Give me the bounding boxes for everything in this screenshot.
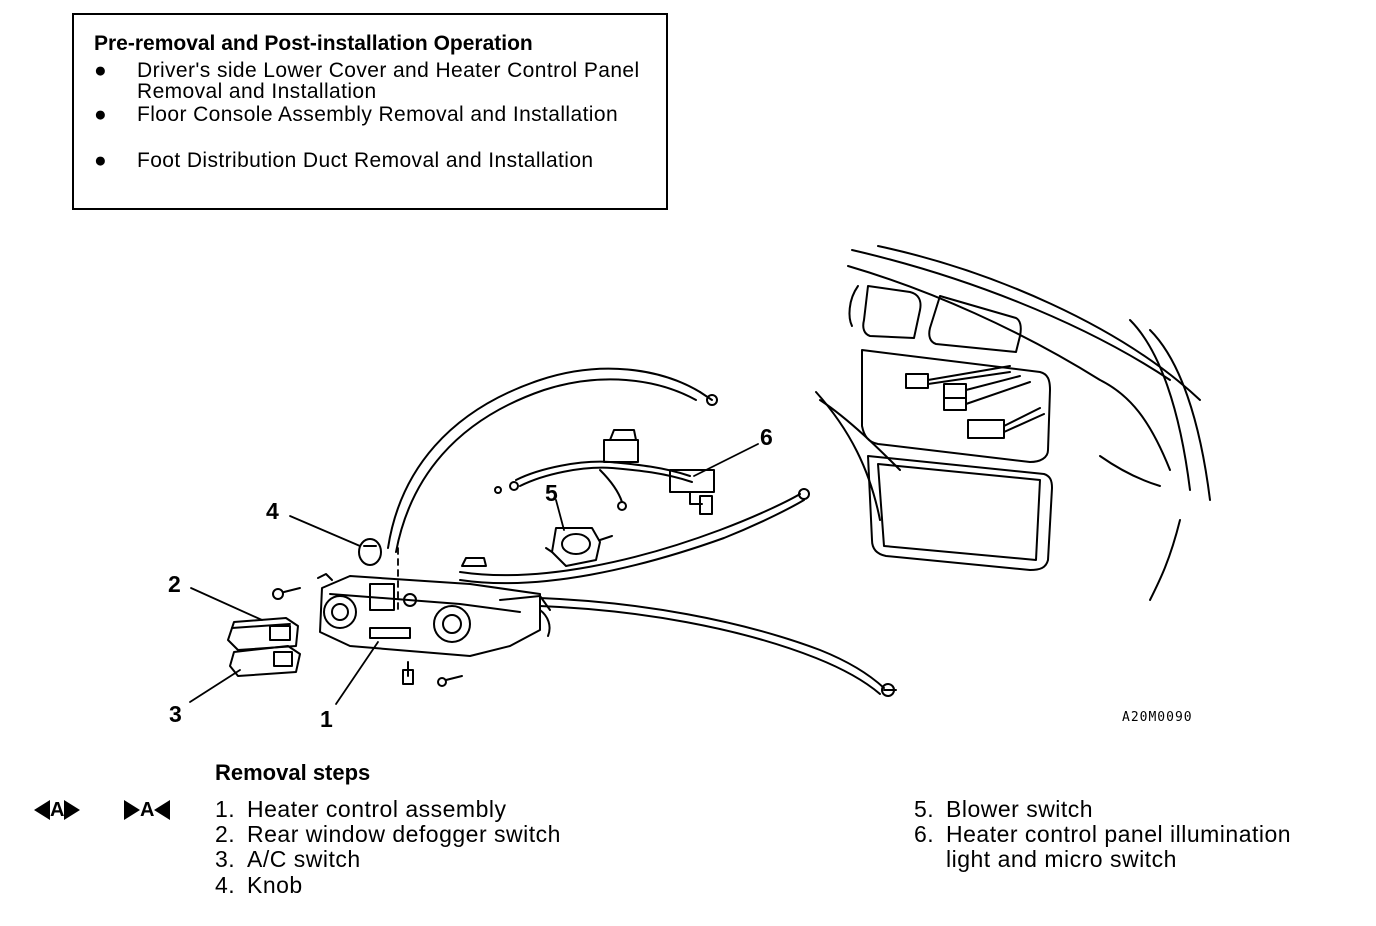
step-number: 4. [215,872,236,898]
triangle-left-icon [34,800,50,820]
pre-removal-item-text: Floor Console Assembly Removal and Insta… [137,103,619,126]
installation-marker-label: A [140,798,155,821]
callout-6: 6 [760,424,773,450]
triangle-right-icon [124,800,140,820]
pre-removal-item-text: Driver's side Lower Cover and Heater Con… [137,59,640,82]
step-label: A/C switch [247,846,361,872]
step-label: Rear window defogger switch [247,821,561,847]
figure-code: A20M0090 [1122,710,1193,725]
bullet-icon: ● [94,103,107,126]
step-label: Heater control assembly [247,796,507,822]
ac-defogger-switch-drawing [227,617,301,677]
bullet-icon: ● [94,149,107,172]
pre-removal-item-text: Foot Distribution Duct Removal and Insta… [137,149,594,172]
leader-lines [189,443,759,705]
callout-5: 5 [545,480,558,506]
step-number: 2. [215,821,236,847]
installation-marker: A [124,796,171,824]
step-number: 6. [914,821,935,847]
removal-marker: A [34,796,81,824]
step-label: Knob [247,872,303,898]
step-label: light and micro switch [946,846,1177,872]
bullet-icon: ● [94,59,107,82]
pre-removal-title: Pre-removal and Post-installation Operat… [94,32,533,55]
blower-switch-drawing [545,527,613,567]
triangle-right-icon [64,800,81,820]
removal-marker-label: A [50,798,65,821]
triangle-left-icon [154,800,171,820]
step-label: Blower switch [946,796,1094,822]
callout-1: 1 [320,706,333,732]
dashboard-outline [815,245,1211,601]
step-number: 1. [215,796,236,822]
pre-removal-box: Pre-removal and Post-installation Operat… [72,13,668,210]
knob-drawing [358,538,382,566]
callout-4: 4 [266,498,279,524]
wiring-harness [494,429,715,515]
heater-control-assembly-drawing [272,557,551,687]
callout-2: 2 [168,571,181,597]
callout-3: 3 [169,701,182,727]
pre-removal-item-text: Removal and Installation [137,80,377,103]
step-label: Heater control panel illumination [946,821,1292,847]
control-cables [387,367,897,697]
removal-steps-title: Removal steps [215,760,371,785]
step-number: 5. [914,796,935,822]
step-number: 3. [215,846,236,872]
